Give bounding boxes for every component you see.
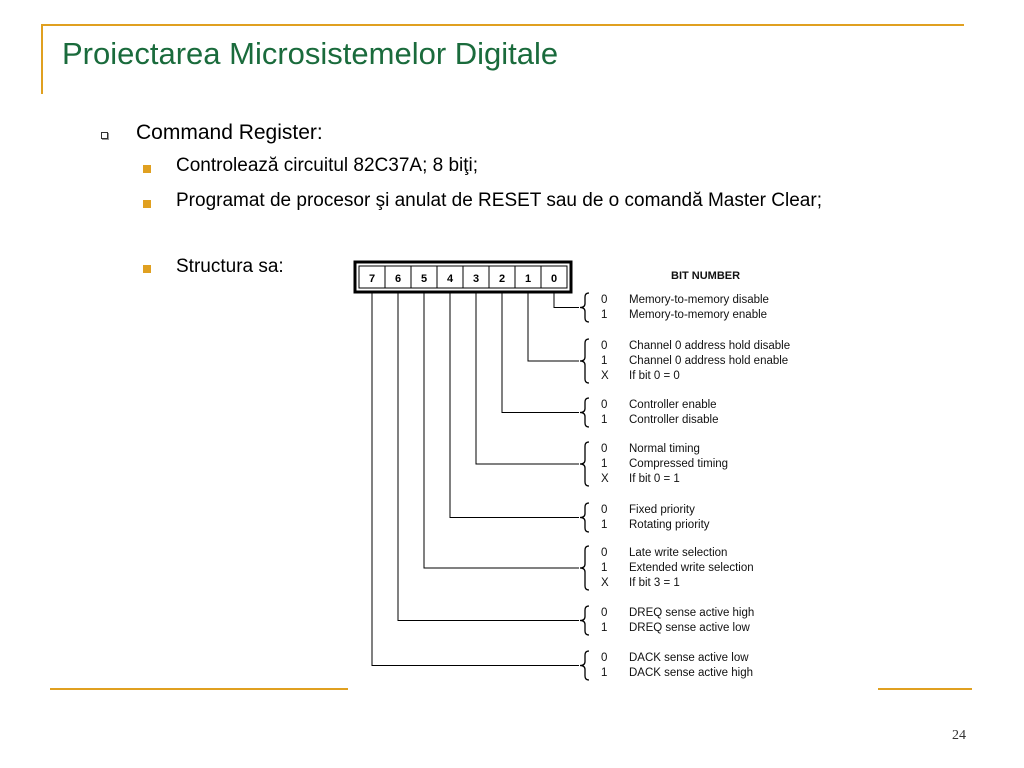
square-bullet-icon [143, 165, 151, 173]
option-text: If bit 0 = 1 [629, 473, 680, 485]
option-text: Compressed timing [629, 458, 728, 470]
option-text: Channel 0 address hold disable [629, 340, 790, 352]
option-code: 0 [601, 547, 607, 559]
connector-line [475, 292, 579, 465]
option-code: 1 [601, 309, 607, 321]
option-text: Normal timing [629, 443, 700, 455]
option-text: Controller enable [629, 399, 717, 411]
top-frame-line [42, 24, 964, 26]
hollow-square-bullet-icon [101, 132, 108, 139]
bit-cell [540, 265, 568, 289]
bit-label: 3 [473, 273, 479, 285]
page-number: 24 [952, 728, 966, 743]
option-code: X [601, 370, 609, 382]
brace-icon [579, 338, 590, 384]
option-code: 0 [601, 340, 607, 352]
bit-0-group: 0 Memory-to-memory disable 1 Memory-to-memo… [553, 292, 769, 323]
connector-line [371, 292, 579, 666]
option-code: 0 [601, 399, 607, 411]
bit-box: 7 6 5 4 3 2 1 0 [353, 260, 573, 294]
option-code: 1 [601, 414, 607, 426]
brace-icon [579, 292, 590, 323]
option-code: 1 [601, 355, 607, 367]
option-code: 0 [601, 652, 607, 664]
option-text: DACK sense active low [629, 652, 749, 664]
option-code: 1 [601, 562, 607, 574]
option-text: If bit 3 = 1 [629, 577, 680, 589]
brace-icon [579, 650, 590, 681]
connector-line [449, 292, 579, 518]
option-text: Fixed priority [629, 504, 695, 516]
option-text: Memory-to-memory enable [629, 309, 767, 321]
connector-line [423, 292, 579, 569]
option-code: X [601, 577, 609, 589]
option-text: DREQ sense active low [629, 622, 750, 634]
bullet-item: Structura sa: [176, 256, 284, 277]
heading-command-register: Command Register: [136, 121, 323, 144]
brace-icon [579, 441, 590, 487]
connector-line [397, 292, 579, 621]
option-code: 0 [601, 504, 607, 516]
option-text: DREQ sense active high [629, 607, 754, 619]
option-code: 1 [601, 622, 607, 634]
bottom-rule-left [50, 688, 348, 690]
bottom-rule-right [878, 688, 972, 690]
connector-line [501, 292, 579, 413]
square-bullet-icon [143, 200, 151, 208]
connector-line [553, 292, 579, 308]
bit-groups: 0 Memory-to-memory disable 1 Memory-to-memo… [371, 292, 790, 681]
bullet-item: Programat de procesor şi anulat de RESET… [176, 190, 822, 211]
bit-label: 4 [447, 273, 454, 285]
brace-icon [579, 397, 590, 428]
option-code: 0 [601, 607, 607, 619]
left-frame-line [41, 24, 43, 94]
option-code: 0 [601, 294, 607, 306]
bullet-item: Controlează circuitul 82C37A; 8 biţi; [176, 155, 479, 176]
bit-label: 1 [525, 273, 531, 285]
option-text: Memory-to-memory disable [629, 294, 769, 306]
option-code: 1 [601, 458, 607, 470]
bit-label: 5 [421, 273, 427, 285]
option-text: DACK sense active high [629, 667, 753, 679]
brace-icon [579, 502, 590, 533]
option-text: Channel 0 address hold enable [629, 355, 788, 367]
bit-label: 2 [499, 273, 505, 285]
brace-icon [579, 545, 590, 591]
connector-line [527, 292, 579, 362]
option-text: If bit 0 = 0 [629, 370, 680, 382]
bit-label: 7 [369, 273, 375, 285]
option-text: Rotating priority [629, 519, 710, 531]
option-code: 0 [601, 443, 607, 455]
bit-label: 6 [395, 273, 401, 285]
option-text: Extended write selection [629, 562, 754, 574]
slide-title: Proiectarea Microsistemelor Digitale [62, 36, 559, 71]
brace-icon [579, 605, 590, 636]
option-text: Controller disable [629, 414, 719, 426]
square-bullet-icon [143, 265, 151, 273]
option-text: Late write selection [629, 547, 727, 559]
option-code: 1 [601, 519, 607, 531]
option-code: X [601, 473, 609, 485]
bit-number-header: BIT NUMBER [671, 270, 740, 282]
option-code: 1 [601, 667, 607, 679]
bit-label: 0 [551, 273, 557, 285]
